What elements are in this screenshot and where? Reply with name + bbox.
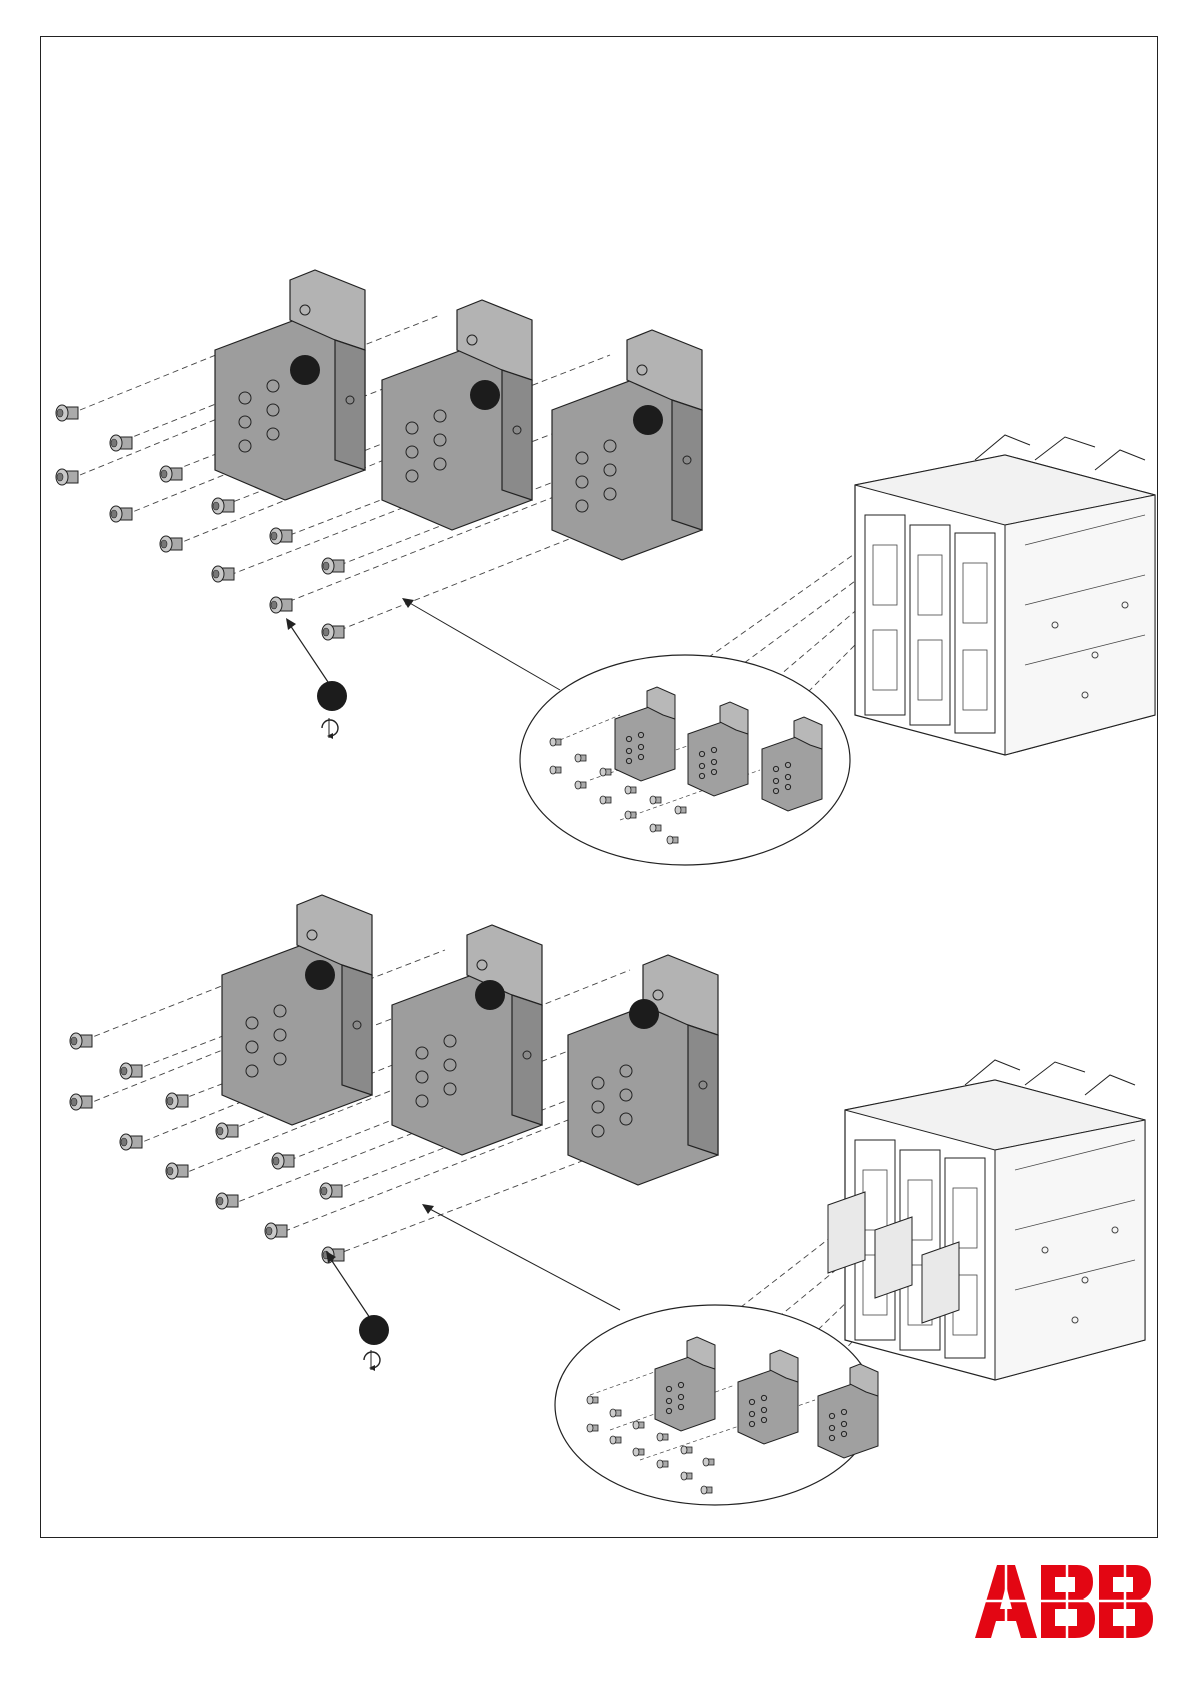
screw-icon [212, 566, 234, 582]
screw-icon [56, 405, 78, 421]
callout-marker-icon [633, 405, 663, 435]
screw-icon [650, 796, 661, 804]
screw-icon [600, 796, 611, 804]
screw-icon [70, 1094, 92, 1110]
screw-icon [270, 597, 292, 613]
screw-icon [703, 1458, 714, 1466]
screw-icon [587, 1424, 598, 1432]
screw-icon [322, 1247, 344, 1263]
screw-icon [110, 506, 132, 522]
callout-marker-icon [470, 380, 500, 410]
screw-icon [110, 435, 132, 451]
screw-icon [160, 466, 182, 482]
screw-icon [600, 768, 611, 776]
screw-icon [633, 1421, 644, 1429]
screw-icon [120, 1063, 142, 1079]
screw-icon [587, 1396, 598, 1404]
breaker-icon [855, 435, 1155, 755]
callout-marker-icon [317, 681, 347, 711]
screw-icon [160, 536, 182, 552]
assembly-diagram [0, 0, 1190, 1540]
screw-icon [272, 1153, 294, 1169]
bracket-icon [382, 300, 532, 530]
bracket-icon [568, 955, 718, 1185]
screw-icon [681, 1472, 692, 1480]
screw-icon [216, 1123, 238, 1139]
screw-icon [166, 1093, 188, 1109]
screw-icon [322, 624, 344, 640]
screw-icon [550, 766, 561, 774]
screw-icon [657, 1460, 668, 1468]
screw-icon [56, 469, 78, 485]
screw-icon [70, 1033, 92, 1049]
callout-marker-icon [305, 960, 335, 990]
bracket-icon [222, 895, 372, 1125]
callout-marker-icon [475, 980, 505, 1010]
screw-icon [701, 1486, 712, 1494]
screw-icon [650, 824, 661, 832]
screw-icon [633, 1448, 644, 1456]
screw-icon [675, 806, 686, 814]
screw-icon [120, 1134, 142, 1150]
callout-marker-icon [359, 1315, 389, 1345]
callout-marker-icon [290, 355, 320, 385]
screw-icon [322, 558, 344, 574]
top-assembly [56, 270, 1155, 865]
screw-icon [270, 528, 292, 544]
screw-icon [166, 1163, 188, 1179]
screw-icon [657, 1433, 668, 1441]
rotate-tighten-icon [364, 1350, 380, 1371]
screw-icon [610, 1436, 621, 1444]
bracket-icon [392, 925, 542, 1155]
screw-icon [550, 738, 561, 746]
callout-marker-icon [629, 999, 659, 1029]
breaker-icon [845, 1060, 1145, 1380]
bracket-icon [215, 270, 365, 500]
screw-icon [610, 1409, 621, 1417]
screw-icon [212, 498, 234, 514]
screw-icon [575, 781, 586, 789]
screw-icon [320, 1183, 342, 1199]
screw-icon [265, 1223, 287, 1239]
screw-icon [625, 811, 636, 819]
screw-icon [575, 754, 586, 762]
screw-icon [667, 836, 678, 844]
screw-icon [216, 1193, 238, 1209]
rotate-tighten-icon [322, 718, 338, 739]
bottom-assembly [70, 895, 1145, 1505]
screw-icon [625, 786, 636, 794]
abb-logo [975, 1565, 1155, 1638]
bracket-icon [552, 330, 702, 560]
screw-icon [681, 1446, 692, 1454]
